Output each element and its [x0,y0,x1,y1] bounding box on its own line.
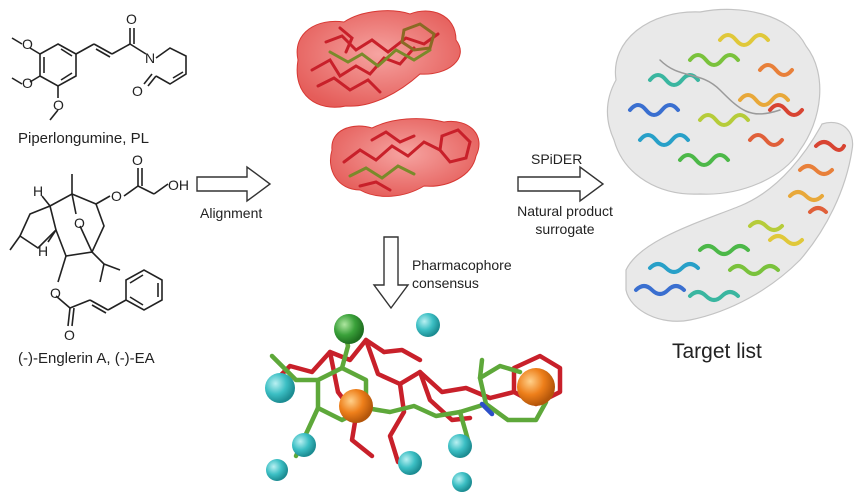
arrow-spider [517,165,605,203]
alignment-label: Alignment [200,205,263,221]
surrogate-label: Natural product surrogate [500,202,630,238]
pl-atom-o4: O [126,11,137,27]
arrow-alignment [196,165,272,203]
aligned-surface-top [296,10,461,108]
protein-target-1 [606,8,821,195]
ea-atom-h1: H [33,183,43,199]
spider-label: SPiDER [531,151,583,167]
pl-atom-o2: O [22,75,33,91]
surrogate-label-line-1: Natural product [517,203,613,219]
ea-atom-o5: O [64,327,75,343]
pharmacophore-label-line-2: consensus [412,275,479,291]
piperlongumine-label: Piperlongumine, PL [18,130,149,147]
ea-atom-o3: O [132,152,143,168]
surrogate-label-line-2: surrogate [535,221,595,237]
aligned-surface-bottom [330,118,480,197]
target-list-title: Target list [672,340,762,363]
ea-atom-o4: O [50,285,61,301]
pl-atom-o1: O [22,36,33,52]
arrow-pharmacophore [372,236,410,310]
ea-atom-h2: H [38,243,48,259]
englerin-a-label: (-)-Englerin A, (-)-EA [18,350,155,367]
pl-atom-o3: O [53,97,64,113]
protein-target-2 [625,121,854,322]
ea-atom-o1: O [74,215,85,231]
pharmacophore-label: Pharmacophore consensus [412,256,512,292]
piperlongumine-structure [11,28,187,121]
pharmacophore-label-line-1: Pharmacophore [412,257,512,273]
pl-atom-o5: O [132,83,143,99]
pharmacophore-model [265,313,563,492]
pl-atom-n: N [145,50,155,66]
ea-atom-oh: OH [168,177,189,193]
englerin-a-structure [9,168,169,327]
ea-atom-o2: O [111,188,122,204]
